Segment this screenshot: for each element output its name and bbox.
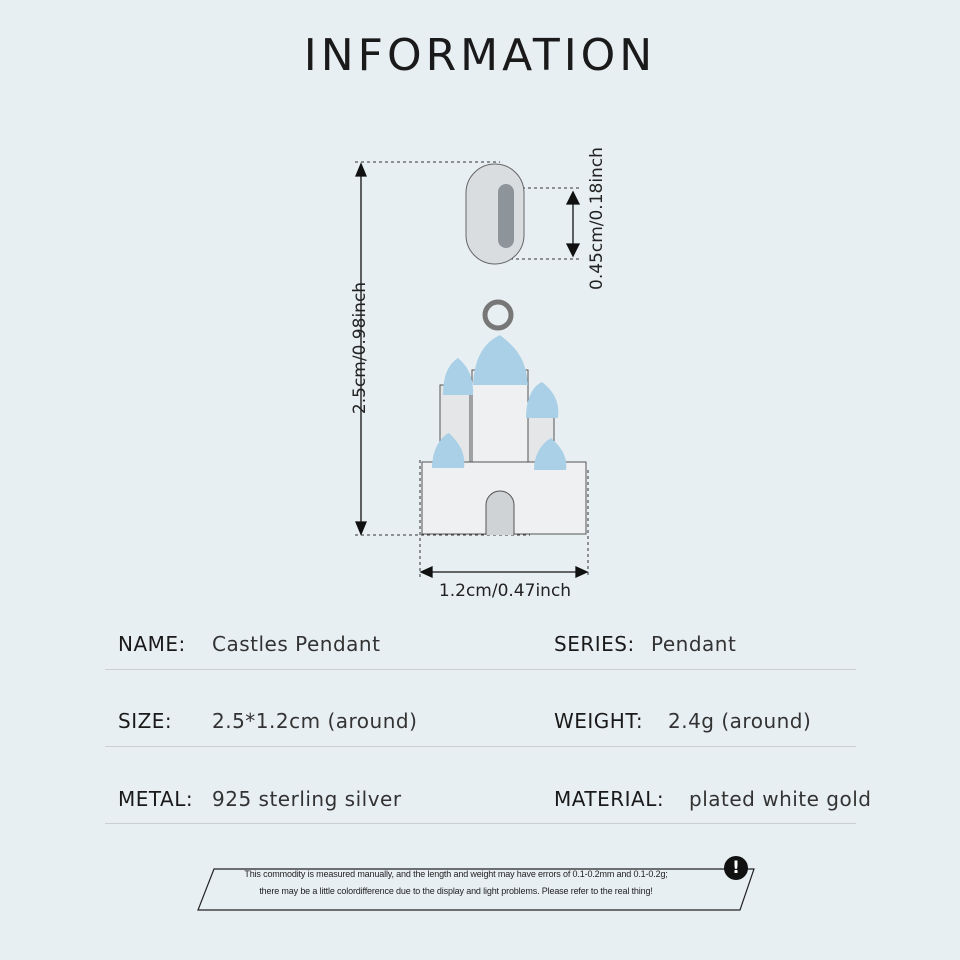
hole-dimension-label: 0.45cm/0.18inch xyxy=(587,147,607,290)
height-dimension-label: 2.5cm/0.98inch xyxy=(350,281,370,415)
weight-label: WEIGHT: xyxy=(554,709,644,733)
size-value: 2.5*1.2cm (around) xyxy=(212,709,418,733)
metal-value: 925 sterling silver xyxy=(212,787,402,811)
exclamation-icon: ! xyxy=(724,856,748,880)
series-label: SERIES: xyxy=(554,632,635,656)
width-dimension-label: 1.2cm/0.47inch xyxy=(438,581,572,601)
size-label: SIZE: xyxy=(118,709,173,733)
pendant-figure xyxy=(355,161,589,579)
disclaimer-frame xyxy=(197,868,755,911)
page-title: INFORMATION xyxy=(303,30,657,81)
divider xyxy=(105,823,856,824)
disclaimer-text: This commodity is measured manually, and… xyxy=(200,866,712,900)
name-label: NAME: xyxy=(118,632,186,656)
disclaimer-line-2: there may be a little colordifference du… xyxy=(259,886,653,896)
disclaimer-line-1: This commodity is measured manually, and… xyxy=(244,869,668,879)
dimension-arrows xyxy=(355,162,589,579)
series-value: Pendant xyxy=(651,632,737,656)
castle-pendant-image xyxy=(421,163,587,535)
material-label: MATERIAL: xyxy=(554,787,665,811)
metal-label: METAL: xyxy=(118,787,194,811)
name-value: Castles Pendant xyxy=(212,632,381,656)
weight-value: 2.4g (around) xyxy=(668,709,812,733)
divider xyxy=(105,669,856,670)
material-value: plated white gold xyxy=(689,787,872,811)
divider xyxy=(105,746,856,747)
